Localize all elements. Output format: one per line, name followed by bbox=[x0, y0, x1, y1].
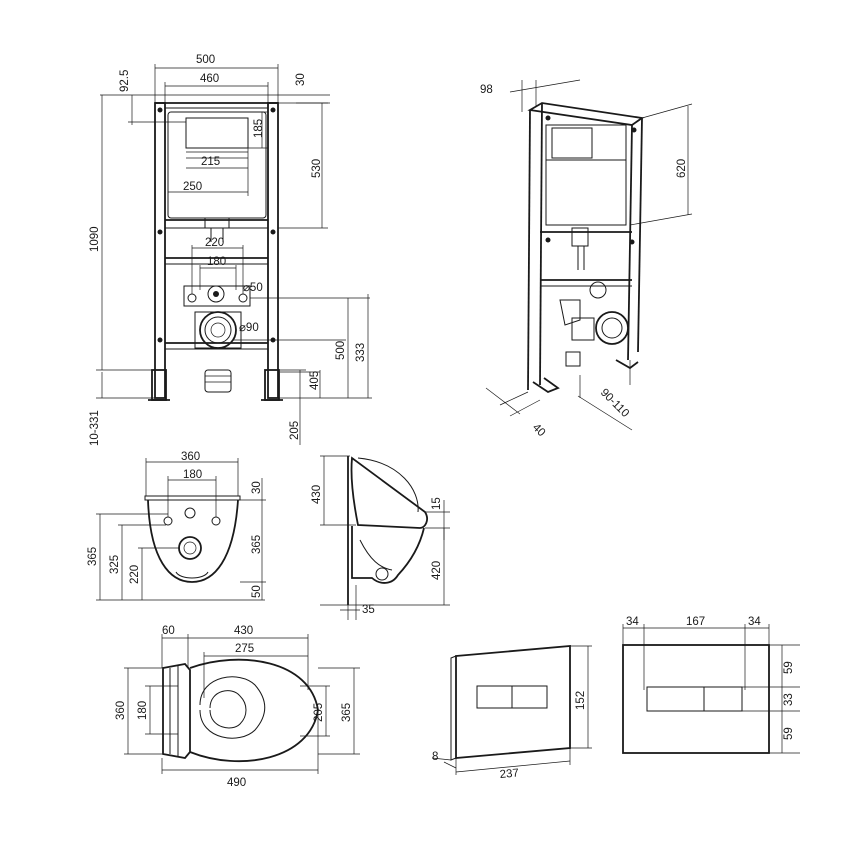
dim-500-outlet: 500 bbox=[335, 341, 347, 360]
frame-side-view: 98 620 40 90-110 bbox=[480, 79, 693, 440]
dim-1090: 1090 bbox=[89, 226, 101, 252]
dim-500: 500 bbox=[196, 54, 215, 66]
dim-59-bottom: 59 bbox=[783, 727, 795, 740]
dim-50-bowl: 50 bbox=[251, 585, 263, 598]
dim-620: 620 bbox=[676, 159, 688, 178]
dim-34-left: 34 bbox=[626, 616, 639, 628]
dim-8: 8 bbox=[432, 751, 438, 763]
dim-420: 420 bbox=[431, 561, 443, 580]
dim-35: 35 bbox=[362, 604, 375, 616]
bowl-front-view: 360 180 30 365 325 220 365 50 bbox=[87, 451, 266, 601]
dim-33: 33 bbox=[783, 693, 795, 706]
flush-plate-front: 34 167 34 59 33 59 bbox=[622, 616, 800, 754]
dim-d90: ⌀90 bbox=[239, 322, 259, 334]
dim-205-top: 205 bbox=[313, 703, 325, 722]
dim-275: 275 bbox=[235, 643, 254, 655]
dim-98: 98 bbox=[480, 84, 493, 96]
dim-365-right: 365 bbox=[251, 535, 263, 554]
dim-180: 180 bbox=[207, 256, 226, 268]
frame-front-view: 500 460 92.5 30 185 215 250 530 1090 220… bbox=[89, 54, 372, 446]
dim-180-bowl: 180 bbox=[183, 469, 202, 481]
dim-220-bowl: 220 bbox=[129, 565, 141, 584]
dim-152: 152 bbox=[575, 691, 587, 710]
dim-250: 250 bbox=[183, 181, 202, 193]
bowl-top-view: 60 430 275 360 180 205 365 490 bbox=[115, 625, 360, 789]
dim-34-right: 34 bbox=[748, 616, 761, 628]
dim-40: 40 bbox=[530, 422, 548, 440]
dim-59-top: 59 bbox=[783, 661, 795, 674]
bowl-side-view: 430 15 420 35 bbox=[311, 455, 450, 620]
flush-plate-perspective: 152 237 8 bbox=[431, 645, 592, 781]
dim-405: 405 bbox=[309, 371, 321, 390]
dim-490: 490 bbox=[227, 777, 246, 789]
dim-430-top: 430 bbox=[234, 625, 253, 637]
dim-360-top: 360 bbox=[115, 701, 127, 720]
dim-360-bowl: 360 bbox=[181, 451, 200, 463]
dim-215: 215 bbox=[201, 156, 220, 168]
dim-167: 167 bbox=[686, 616, 705, 628]
dim-365-top: 365 bbox=[341, 703, 353, 722]
dim-92-5: 92.5 bbox=[119, 70, 131, 92]
dim-15: 15 bbox=[431, 497, 443, 510]
dim-220: 220 bbox=[205, 237, 224, 249]
dim-30-top: 30 bbox=[295, 73, 307, 86]
dim-90-110: 90-110 bbox=[598, 387, 631, 420]
dim-180-top: 180 bbox=[137, 701, 149, 720]
dim-365-left: 365 bbox=[87, 547, 99, 566]
dim-430-side: 430 bbox=[311, 485, 323, 504]
dim-205: 205 bbox=[289, 421, 301, 440]
dim-10-331: 10-331 bbox=[89, 410, 101, 446]
dim-d50: ⌀50 bbox=[243, 282, 263, 294]
dim-185: 185 bbox=[253, 119, 265, 138]
dim-30-bowl: 30 bbox=[251, 481, 263, 494]
dim-237: 237 bbox=[499, 767, 519, 781]
dim-530: 530 bbox=[311, 159, 323, 178]
dim-460: 460 bbox=[200, 73, 219, 85]
dim-325: 325 bbox=[109, 555, 121, 574]
dim-333: 333 bbox=[355, 343, 367, 362]
dim-60: 60 bbox=[162, 625, 175, 637]
